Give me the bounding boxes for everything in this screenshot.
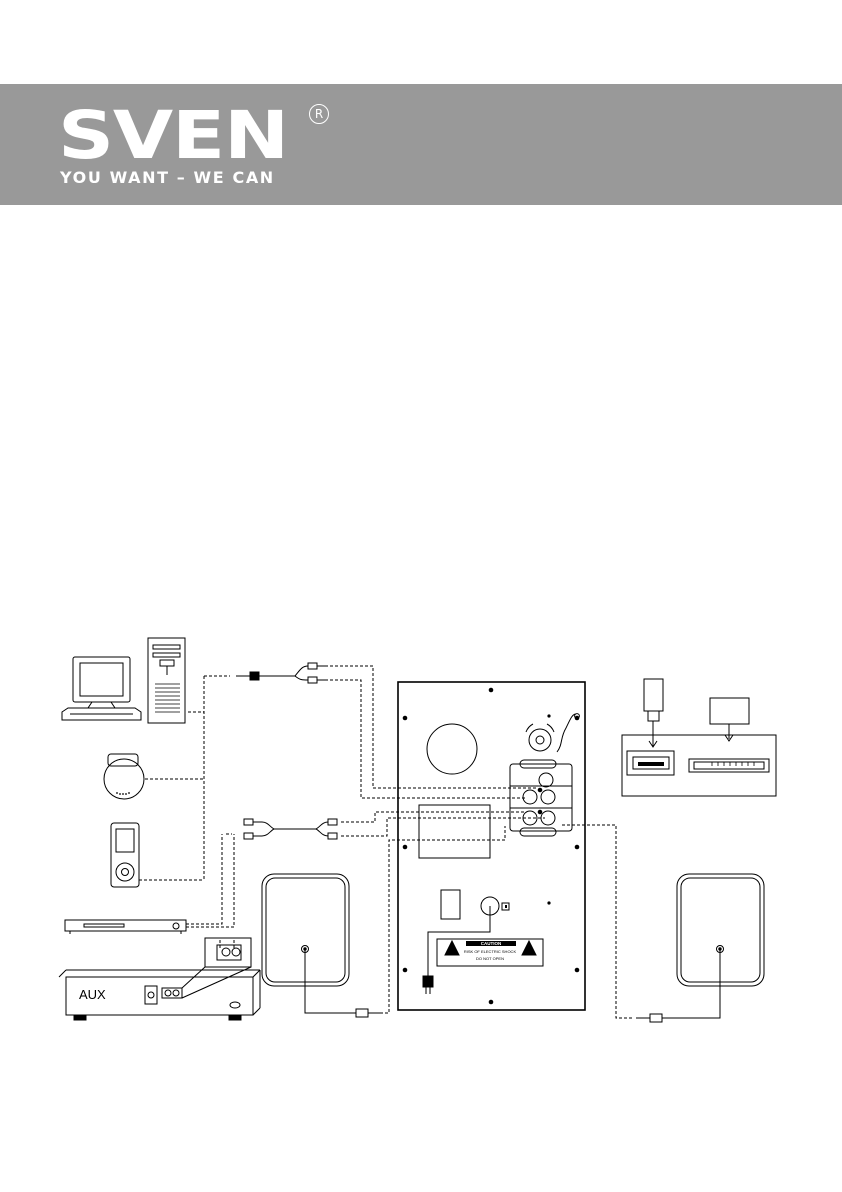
- rca-cable-middle: [243, 818, 338, 840]
- registered-mark-icon: R: [309, 104, 329, 124]
- speaker-cable-left: [304, 949, 380, 1018]
- caution-title: CAUTION: [481, 941, 502, 946]
- subwoofer-rear-panel-icon: [397, 681, 586, 1011]
- brand-slogan: YOU WANT – WE CAN: [60, 168, 275, 187]
- front-panel-ports-icon: [621, 734, 777, 797]
- speaker-cable-right: [636, 949, 721, 1023]
- dvd-player-icon: [64, 919, 187, 934]
- usb-flash-drive-icon: [643, 678, 664, 748]
- mp3-player-icon: [110, 822, 140, 888]
- pc-tower-icon: [147, 637, 186, 724]
- computer-monitor-icon: [61, 656, 142, 721]
- brand-header: SVEN R YOU WANT – WE CAN: [0, 84, 842, 205]
- caution-line-1: RISK OF ELECTRIC SHOCK: [464, 949, 517, 954]
- aux-device-icon: [58, 937, 261, 1021]
- aux-label: AUX: [79, 987, 106, 1002]
- cd-player-icon: [103, 753, 145, 800]
- sd-card-icon: [709, 697, 750, 742]
- splitter-cable-top: [236, 662, 325, 684]
- brand-logo: SVEN: [58, 97, 289, 174]
- caution-line-2: DO NOT OPEN: [476, 956, 504, 961]
